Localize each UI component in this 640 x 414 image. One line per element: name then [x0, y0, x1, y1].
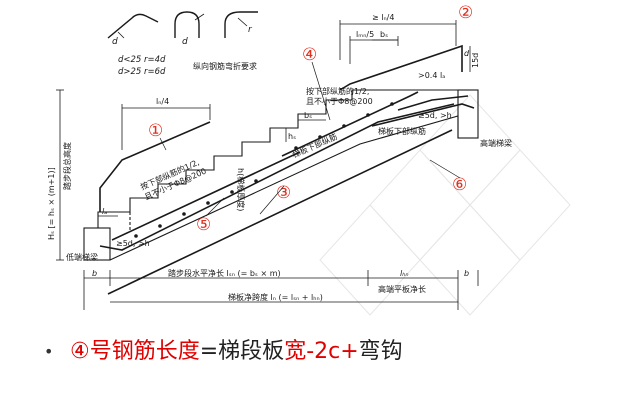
dim-lhn: lₕₙ: [400, 269, 409, 278]
bend-label-d2: d: [182, 37, 188, 47]
bar-3: [99, 103, 455, 251]
caption-black-1: =梯段板: [199, 339, 285, 364]
dim-ge5d-left: ≥5d, >h: [116, 239, 150, 248]
note-bottom-bars-right: 梯板下部纵筋: [378, 126, 426, 136]
marker-3: ③: [276, 183, 291, 203]
marker-1: ①: [148, 121, 163, 141]
marker-5: ⑤: [196, 215, 211, 235]
bar-4: [281, 91, 419, 157]
marker-4: ④: [302, 45, 317, 65]
note-low-beam: 低端梯梁: [66, 252, 98, 262]
dim-ge5d-right: ≥5d, >h: [418, 111, 452, 120]
dim-hs: hₛ: [288, 132, 296, 141]
bend-rule-2: d>25 r=6d: [118, 67, 166, 77]
bend-caption: 纵向钢筋弯折要求: [193, 61, 257, 71]
dim-lhn-label: 高端平板净长: [378, 284, 426, 294]
bend-detail: [107, 11, 258, 39]
dim-bs-mid: bₛ: [304, 111, 312, 120]
dim-ln4-top: ≥ lₙ/4: [372, 13, 394, 22]
bend-label-r: r: [248, 25, 253, 35]
dim-b-right: b: [464, 269, 469, 278]
marker-6: ⑥: [452, 175, 467, 195]
marker-leaders: [159, 61, 461, 217]
distribution-bar-dots: [134, 102, 394, 238]
marker-2: ②: [458, 3, 473, 23]
reinforcement-bars: [99, 44, 475, 295]
caption-bullet: •: [44, 342, 54, 361]
dim-la: lₐ: [102, 207, 107, 216]
caption-red-1: 号钢筋长度: [89, 339, 200, 364]
bar-5: [111, 151, 301, 241]
dim-ln4-left: lₙ/4: [156, 97, 169, 106]
bar-6: [371, 103, 475, 127]
bar-1: [99, 121, 211, 212]
note-high-beam: 高端梯梁: [480, 138, 512, 148]
caption-line: • ④号钢筋长度=梯段板宽-2c+弯钩: [44, 334, 604, 370]
caption-red-2: 宽-2c+: [284, 339, 359, 364]
dim-lsn: 踏步段水平净长 lₛₙ (= bₛ × m): [168, 268, 281, 278]
dim-ln5: lₘₙ/5: [356, 30, 374, 39]
dim-ln-total: 梯板净跨度 lₙ (= lₛₙ + lₕₙ): [228, 292, 323, 302]
background-lattice: [319, 94, 571, 316]
caption-num: ④: [70, 339, 90, 364]
caption-black-2: 弯钩: [358, 339, 403, 364]
dim-15d: 15d: [471, 53, 480, 68]
dimension-lines: [56, 20, 479, 310]
bend-label-d1: d: [112, 37, 118, 47]
dim-b-left: b: [92, 269, 97, 278]
note-top-1: 按下部纵筋的1/2,: [306, 86, 369, 96]
bar-2: [339, 44, 463, 91]
dim-bs-top: bₛ: [380, 30, 388, 39]
note-top-2: 且不小于Φ8@200: [306, 97, 373, 106]
note-thickness: h(梯板厚度): [236, 168, 246, 211]
note-height: Hₛ [= hₛ × (m+1)]: [47, 167, 56, 240]
bend-rule-1: d<25 r=4d: [118, 55, 166, 65]
note-height-sub: 踏步段总高度: [62, 142, 72, 190]
dim-d-hook: d: [464, 49, 470, 58]
stair-outline: [83, 89, 479, 261]
dim-ge-04la: >0.4 lₐ: [418, 71, 445, 80]
